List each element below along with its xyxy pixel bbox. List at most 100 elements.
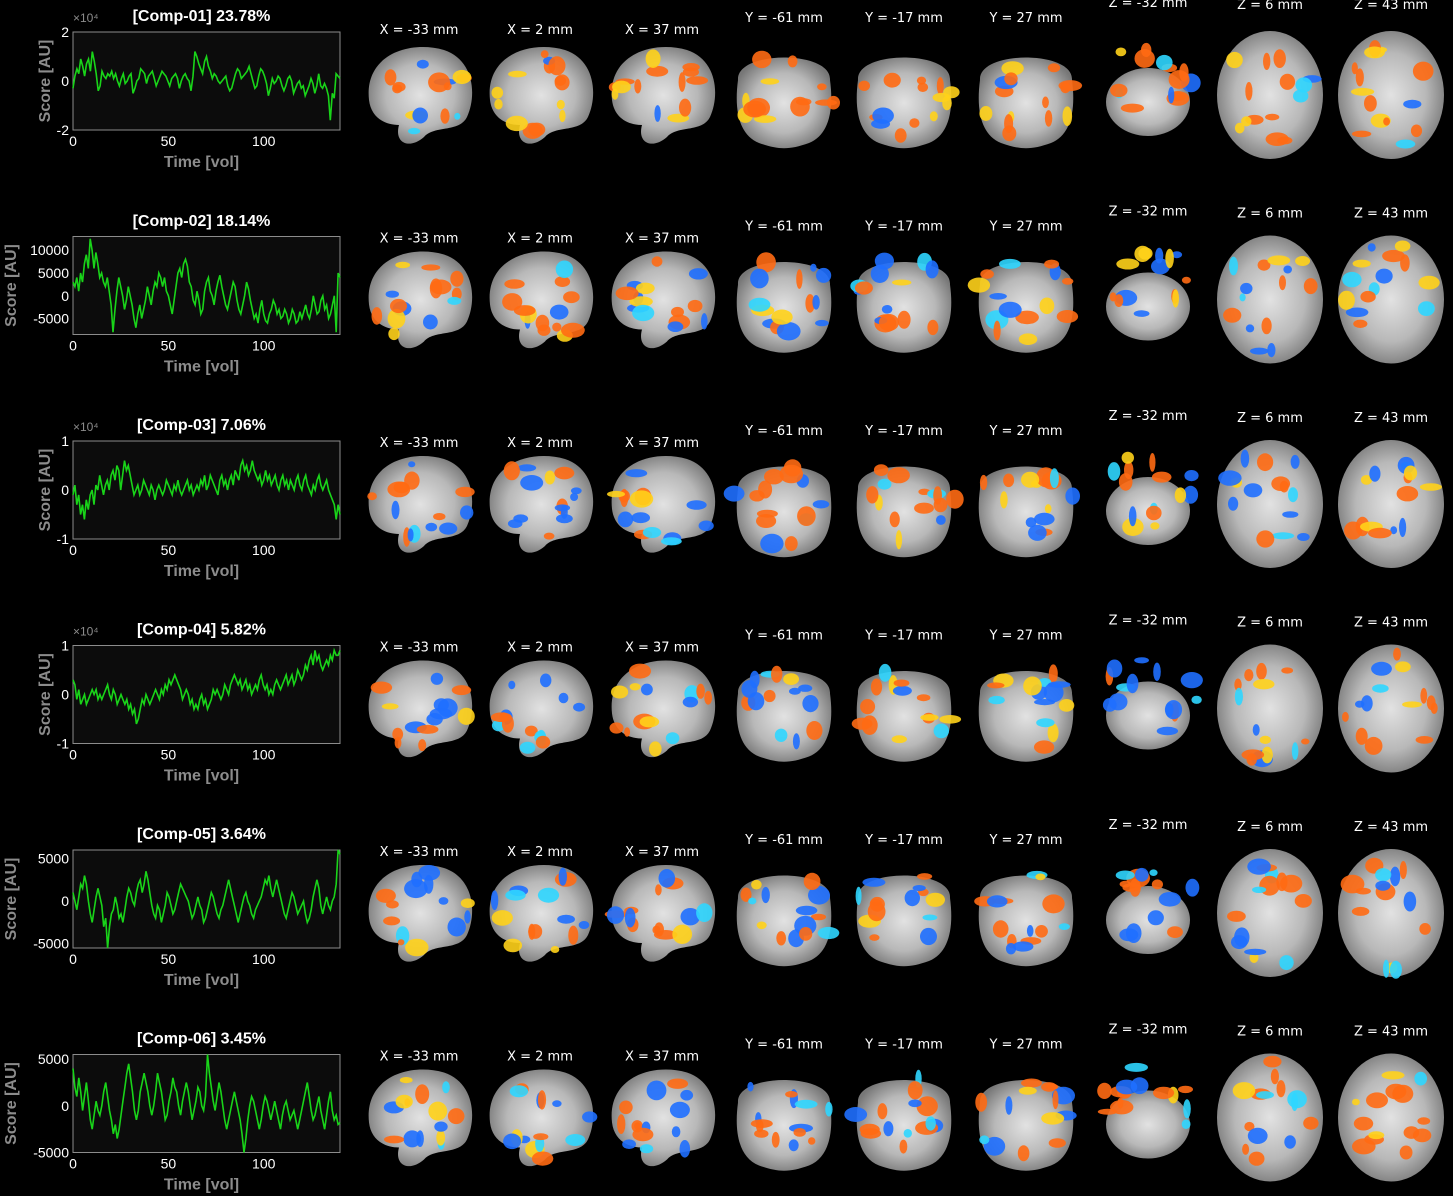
positive-activation (1118, 473, 1133, 491)
positive-activation (779, 464, 804, 484)
brain-slice (611, 1069, 716, 1167)
negative-activation (892, 685, 912, 696)
positive-activation (1426, 695, 1436, 710)
positive-activation (987, 682, 1005, 689)
brain-slice (1217, 440, 1323, 568)
positive-activation (927, 319, 939, 336)
brain-slice (1338, 440, 1444, 568)
negative-activation (812, 500, 830, 509)
brain-tissue (611, 660, 716, 758)
positive-activation (508, 70, 527, 78)
positive-activation (1279, 73, 1296, 90)
positive-activation (646, 65, 669, 77)
negative-activation (1151, 258, 1170, 275)
positive-activation (416, 724, 439, 734)
negative-activation (505, 889, 526, 901)
positive-activation (756, 252, 776, 273)
y-tick-label: -5000 (33, 311, 69, 327)
positive-activation (1227, 910, 1246, 922)
exponent-label: ×10⁴ (73, 625, 99, 639)
positive-activation (810, 913, 827, 921)
negative-activation (688, 268, 708, 280)
slice-label: X = -33 mm (380, 641, 459, 656)
positive-activation (993, 320, 1001, 341)
positive-activation (649, 741, 662, 757)
brain-slice (978, 466, 1080, 558)
negative-activation (426, 713, 443, 726)
negative-activation (404, 879, 428, 899)
negative-activation (1107, 462, 1121, 481)
slice-label: Z = 43 mm (1354, 411, 1428, 426)
slice-label: Y = 27 mm (988, 833, 1062, 848)
slice-label: X = 2 mm (507, 23, 573, 38)
negative-activation (686, 500, 707, 510)
negative-activation (632, 304, 655, 322)
negative-activation (1287, 1090, 1307, 1109)
positive-activation (505, 115, 528, 132)
positive-activation (1263, 52, 1271, 70)
positive-activation (651, 256, 663, 267)
positive-activation (1276, 1080, 1286, 1098)
positive-activation (655, 884, 662, 896)
positive-activation (433, 513, 446, 521)
negative-activation (1049, 468, 1059, 489)
positive-activation (639, 716, 660, 728)
slice-label: X = -33 mm (380, 1050, 459, 1065)
positive-activation (499, 712, 508, 723)
positive-activation (1364, 95, 1377, 112)
positive-activation (1042, 96, 1049, 109)
positive-activation (1244, 669, 1254, 682)
brain-slice (1338, 31, 1444, 159)
positive-activation (1267, 255, 1291, 266)
y-axis-label: Score [AU] (37, 449, 54, 532)
slice-label: Y = 27 mm (988, 220, 1062, 235)
negative-activation (1247, 1127, 1268, 1144)
positive-activation (1340, 874, 1365, 894)
positive-activation (925, 892, 945, 907)
negative-activation (925, 1116, 936, 1131)
brain-slice (856, 464, 964, 558)
positive-activation (1021, 471, 1040, 488)
slice-label: Y = -17 mm (864, 220, 943, 235)
slice-label: X = 37 mm (625, 23, 699, 38)
positive-activation (682, 63, 700, 72)
positive-activation (1281, 667, 1294, 674)
positive-activation (916, 1096, 938, 1117)
positive-activation (894, 128, 907, 143)
negative-activation (464, 910, 471, 924)
positive-activation (1368, 1131, 1385, 1140)
positive-activation (1280, 874, 1303, 893)
positive-activation (1360, 475, 1373, 485)
negative-activation (408, 461, 416, 468)
brain-slice (489, 456, 594, 553)
positive-activation (1018, 1086, 1037, 1095)
y-tick-label: 0 (61, 482, 69, 498)
positive-activation (1342, 711, 1349, 722)
positive-activation (932, 92, 951, 103)
brain-tissue (736, 1080, 832, 1171)
x-tick-label: 50 (161, 951, 177, 967)
negative-activation (1375, 268, 1393, 284)
positive-activation (771, 1131, 780, 1148)
positive-activation (914, 502, 934, 514)
positive-activation (1295, 256, 1311, 266)
positive-activation (1360, 290, 1376, 303)
positive-activation (1151, 471, 1172, 483)
positive-activation (1403, 465, 1418, 481)
slice-label: Y = -61 mm (744, 833, 823, 848)
negative-activation (812, 295, 820, 310)
positive-activation (388, 327, 400, 341)
negative-activation (1403, 99, 1422, 109)
brain-slice (1338, 235, 1444, 364)
positive-activation (394, 736, 402, 749)
negative-activation (1371, 661, 1392, 676)
negative-activation (639, 1144, 654, 1154)
brain-tissue (856, 671, 952, 762)
x-tick-label: 0 (69, 542, 77, 558)
positive-activation (607, 490, 625, 498)
x-tick-label: 0 (69, 338, 77, 354)
brain-tissue (1106, 68, 1190, 136)
positive-activation (1165, 248, 1174, 269)
negative-activation (1390, 866, 1401, 887)
negative-activation (815, 319, 829, 327)
